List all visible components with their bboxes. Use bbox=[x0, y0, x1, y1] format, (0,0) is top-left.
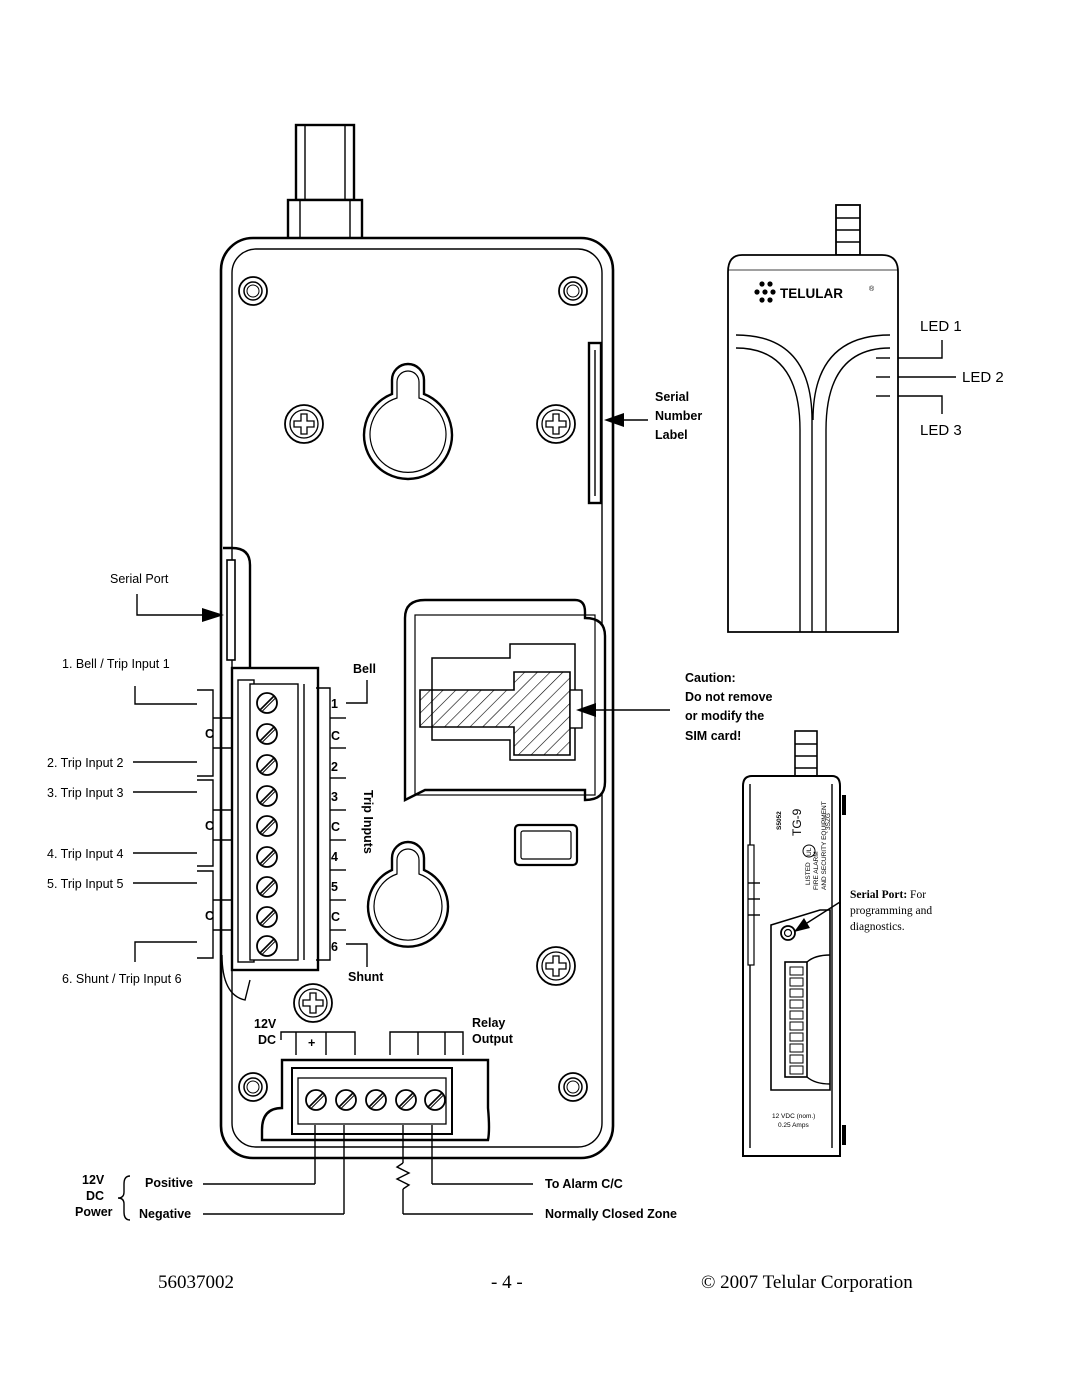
to-alarm-label: To Alarm C/C bbox=[545, 1177, 623, 1191]
side-serial-port-line-1: Serial Port: For bbox=[850, 889, 926, 901]
power-relay-header: 12V DC + Relay Output bbox=[254, 1016, 514, 1055]
caution-line-2: Do not remove bbox=[685, 690, 773, 704]
power-power-text: Power bbox=[75, 1205, 113, 1219]
model-code: S5052 bbox=[776, 811, 783, 830]
shunt-trip-input-6-label: 6. Shunt / Trip Input 6 bbox=[62, 972, 182, 986]
side-view: S5052 TG-9 UL LISTED FIRE ALARM AND SECU… bbox=[742, 730, 846, 1157]
output-label: Output bbox=[472, 1032, 514, 1046]
positive-label: Positive bbox=[145, 1176, 193, 1190]
terminal-c2-label: C bbox=[331, 820, 340, 834]
registered-mark: ® bbox=[869, 285, 875, 293]
listed-text: LISTED bbox=[805, 862, 812, 885]
input-terminal-screws bbox=[256, 692, 278, 957]
bottom-wiring: 12V DC Power Positive Negative To Alarm … bbox=[75, 1125, 677, 1221]
trip-input-5-label: 5. Trip Input 5 bbox=[47, 877, 123, 891]
document-number: 56037002 bbox=[158, 1272, 234, 1293]
caution-line-1: Caution: bbox=[685, 671, 736, 685]
power-12v-label: 12V bbox=[254, 1017, 277, 1031]
serial-port-label: Serial Port bbox=[110, 572, 169, 586]
serial-number-label-text-3: Label bbox=[655, 428, 688, 442]
listing-code: 3SZG bbox=[825, 813, 832, 830]
power-rating-line-2: 0.25 Amps bbox=[778, 1122, 809, 1129]
led-3-label: LED 3 bbox=[920, 422, 962, 439]
right-terminal-labels: Bell 1 C 2 3 C 4 5 C 6 Trip Inputs Shunt bbox=[316, 662, 384, 984]
terminal-c3-label: C bbox=[331, 910, 340, 924]
left-common-c-2: C bbox=[205, 819, 214, 833]
front-view: TELULAR ® LED 1 LED 2 LED 3 bbox=[727, 204, 1004, 633]
side-terminal-slots bbox=[789, 966, 804, 1075]
terminal-6-label: 6 bbox=[331, 940, 338, 954]
main-unit bbox=[219, 123, 615, 1160]
power-rating-line-1: 12 VDC (nom.) bbox=[772, 1113, 815, 1120]
bell-label: Bell bbox=[353, 662, 376, 676]
terminal-5-label: 5 bbox=[331, 880, 338, 894]
terminal-3-label: 3 bbox=[331, 790, 338, 804]
led-2-label: LED 2 bbox=[962, 369, 1004, 386]
telular-logo-icon bbox=[754, 281, 776, 303]
power-dc-label: DC bbox=[258, 1033, 276, 1047]
page-number: - 4 - bbox=[491, 1272, 523, 1293]
caution-line-4: SIM card! bbox=[685, 729, 741, 743]
power-12v-text: 12V bbox=[82, 1173, 105, 1187]
relay-label: Relay bbox=[472, 1016, 505, 1030]
trip-input-2-label: 2. Trip Input 2 bbox=[47, 756, 123, 770]
side-serial-port-line-3: diagnostics. bbox=[850, 921, 905, 933]
trip-inputs-label: Trip Inputs bbox=[361, 790, 375, 854]
listing-mark: UL bbox=[806, 847, 813, 856]
model-name: TG-9 bbox=[790, 808, 804, 836]
left-common-c-1: C bbox=[205, 727, 214, 741]
copyright-notice: © 2007 Telular Corporation bbox=[701, 1272, 913, 1293]
power-dc-text: DC bbox=[86, 1189, 104, 1203]
bell-trip-input-1-label: 1. Bell / Trip Input 1 bbox=[62, 657, 170, 671]
serial-number-label-text-2: Number bbox=[655, 409, 702, 423]
trip-input-3-label: 3. Trip Input 3 bbox=[47, 786, 123, 800]
listing-line-2: AND SECURITY EQUIPMENT bbox=[821, 801, 828, 890]
listing-line-1: FIRE ALARM bbox=[813, 851, 820, 890]
left-input-wiring: 1. Bell / Trip Input 1 2. Trip Input 2 3… bbox=[47, 657, 232, 986]
terminal-c1-label: C bbox=[331, 729, 340, 743]
normally-closed-label: Normally Closed Zone bbox=[545, 1207, 677, 1221]
led-1-label: LED 1 bbox=[920, 318, 962, 335]
left-common-c-3: C bbox=[205, 909, 214, 923]
terminal-2-label: 2 bbox=[331, 760, 338, 774]
caution-line-3: or modify the bbox=[685, 709, 764, 723]
terminal-4-label: 4 bbox=[331, 850, 338, 864]
negative-label: Negative bbox=[139, 1207, 191, 1221]
plus-sign: + bbox=[308, 1036, 315, 1050]
serial-number-label-text-1: Serial bbox=[655, 390, 689, 404]
side-serial-port-line-2: programming and bbox=[850, 905, 932, 917]
shunt-label: Shunt bbox=[348, 970, 384, 984]
serial-port-jack-icon bbox=[780, 925, 796, 941]
brand-name: TELULAR bbox=[780, 286, 843, 301]
trip-input-4-label: 4. Trip Input 4 bbox=[47, 847, 123, 861]
terminal-1-label: 1 bbox=[331, 697, 338, 711]
